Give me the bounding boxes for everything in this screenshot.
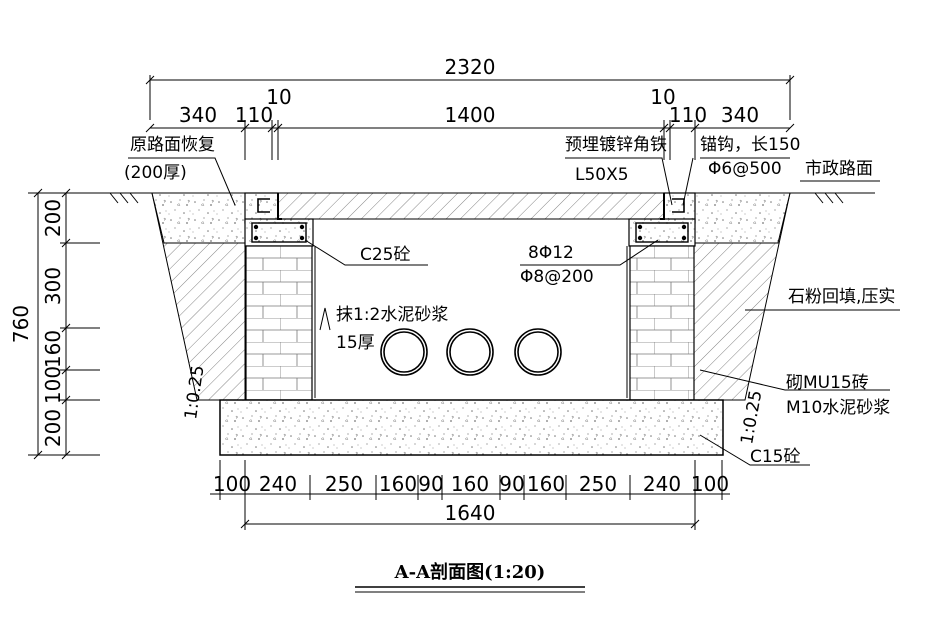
dim-left-wall: 110 xyxy=(235,103,273,127)
dim-height-5: 200 xyxy=(41,409,65,447)
left-dimensions xyxy=(28,188,100,460)
pipes xyxy=(380,328,562,376)
bottom-dimensions xyxy=(210,460,730,530)
label-embedded-angle: 预埋镀锌角铁 xyxy=(565,135,667,155)
brick-walls xyxy=(245,245,695,401)
label-plaster: 抹1:2水泥砂浆 xyxy=(336,305,448,325)
dim-bottom-5: 90 xyxy=(418,472,443,496)
bottom-dim-labels: 100 240 250 160 90 160 90 160 250 240 10… xyxy=(213,472,729,525)
dim-left-gap: 10 xyxy=(266,85,291,109)
dim-height-3: 160 xyxy=(41,330,65,368)
dim-bottom-total: 1640 xyxy=(445,501,496,525)
label-mortar: M10水泥砂浆 xyxy=(786,398,890,418)
dim-height-1: 200 xyxy=(41,199,65,237)
label-backfill: 石粉回填,压实 xyxy=(788,287,895,307)
dim-height-2: 300 xyxy=(41,267,65,305)
label-brick: 砌MU15砖 xyxy=(786,373,869,393)
label-concrete-beam: C25砼 xyxy=(360,245,411,265)
dim-inner: 1400 xyxy=(445,103,496,127)
road-restore-layer xyxy=(151,192,791,244)
dim-right-shoulder: 340 xyxy=(721,103,759,127)
ground-lines xyxy=(100,192,875,204)
dim-bottom-1: 100 xyxy=(213,472,251,496)
label-anchor-spec: Φ6@500 xyxy=(708,159,782,179)
dim-bottom-11: 100 xyxy=(691,472,729,496)
pipe xyxy=(380,328,428,376)
label-plaster-thickness: 15厚 xyxy=(336,333,375,353)
label-anchor: 锚钩，长150 xyxy=(700,135,800,155)
dim-bottom-10: 240 xyxy=(643,472,681,496)
dim-right-wall: 110 xyxy=(669,103,707,127)
drawing-title: A-A剖面图(1:20) xyxy=(394,561,546,583)
leader-lines xyxy=(128,157,900,466)
label-base-concrete: C15砼 xyxy=(750,447,801,467)
label-road-restore: 原路面恢复 xyxy=(130,135,215,155)
dim-bottom-4: 160 xyxy=(379,472,417,496)
dim-bottom-3: 250 xyxy=(325,472,363,496)
pipe xyxy=(514,328,562,376)
dim-bottom-8: 160 xyxy=(527,472,565,496)
pipe xyxy=(446,328,494,376)
dim-bottom-2: 240 xyxy=(259,472,297,496)
label-slope-left: 1:0.25 xyxy=(181,364,208,421)
dim-bottom-6: 160 xyxy=(451,472,489,496)
dim-bottom-7: 90 xyxy=(499,472,524,496)
dim-bottom-9: 250 xyxy=(579,472,617,496)
dim-overall: 2320 xyxy=(445,55,496,79)
dim-left-shoulder: 340 xyxy=(179,103,217,127)
dim-total-height: 760 xyxy=(9,305,33,343)
label-rebar-stirrup: Φ8@200 xyxy=(520,267,594,287)
label-angle-size: L50X5 xyxy=(575,165,629,185)
base-slab xyxy=(219,399,724,456)
dim-height-4: 100 xyxy=(41,366,65,404)
label-rebar-main: 8Φ12 xyxy=(528,243,574,263)
label-road-restore-thickness: (200厚) xyxy=(124,163,187,183)
dim-right-gap: 10 xyxy=(650,85,675,109)
top-dimensions xyxy=(145,75,795,160)
cover-beams xyxy=(244,192,696,247)
label-municipal-road: 市政路面 xyxy=(805,159,873,179)
